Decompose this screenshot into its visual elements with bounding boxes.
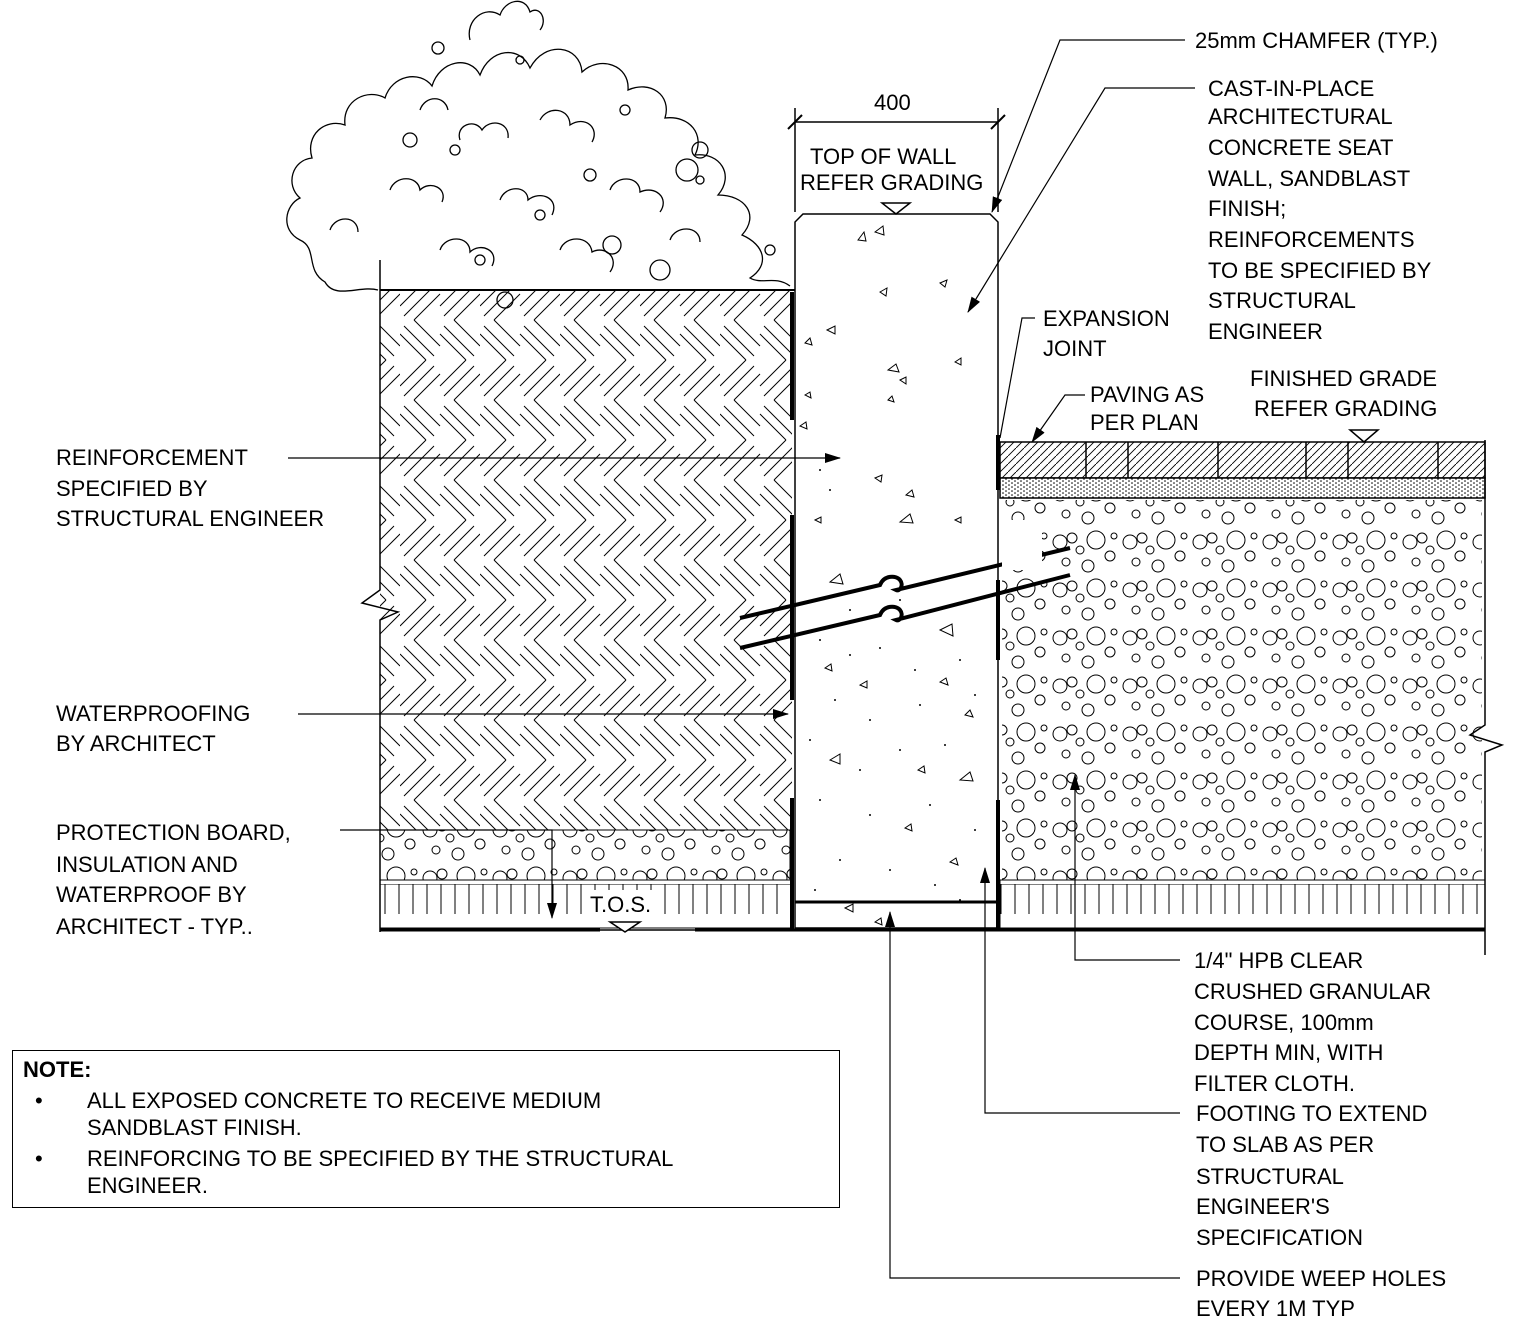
label-line: CONCRETE SEAT: [1208, 135, 1393, 160]
label-line: WALL, SANDBLAST: [1208, 166, 1410, 191]
dimension-400: [787, 108, 1006, 212]
label-line: PROTECTION BOARD,: [56, 820, 291, 845]
label-line: TO BE SPECIFIED BY: [1208, 258, 1432, 283]
label-reinforcement: REINFORCEMENT SPECIFIED BY STRUCTURAL EN…: [56, 445, 324, 531]
label-line: FOOTING TO EXTEND: [1196, 1101, 1427, 1126]
label-line: EVERY 1M TYP: [1196, 1296, 1355, 1321]
label-line: REFER GRADING: [800, 170, 983, 195]
label-line: 1/4" HPB CLEAR: [1194, 948, 1363, 973]
label-line: FINISHED GRADE: [1250, 366, 1437, 391]
label-paving: PAVING AS PER PLAN: [1090, 382, 1204, 435]
label-line: REINFORCEMENTS: [1208, 227, 1415, 252]
shrub-planting: [286, 0, 791, 309]
label-line: TOP OF WALL: [810, 144, 956, 169]
note-line: SANDBLAST FINISH.: [87, 1115, 302, 1140]
label-line: STRUCTURAL: [1196, 1164, 1344, 1189]
label-chamfer: 25mm CHAMFER (TYP.): [1195, 28, 1438, 53]
leader-lines: [288, 39, 1195, 1279]
label-seat-wall: CAST-IN-PLACE ARCHITECTURAL CONCRETE SEA…: [1208, 76, 1432, 344]
weep-hole-pipe: [739, 546, 1071, 650]
label-granular: 1/4" HPB CLEAR CRUSHED GRANULAR COURSE, …: [1194, 948, 1431, 1096]
right-break-line: [1468, 440, 1505, 955]
label-line: SPECIFICATION: [1196, 1225, 1363, 1250]
note-line: REINFORCING TO BE SPECIFIED BY THE STRUC…: [87, 1146, 674, 1171]
unit-paving: [999, 441, 1486, 499]
label-line: COURSE, 100mm: [1194, 1010, 1374, 1035]
label-line: ENGINEER: [1208, 319, 1323, 344]
note-line: ALL EXPOSED CONCRETE TO RECEIVE MEDIUM: [87, 1088, 602, 1113]
label-line: ENGINEER'S: [1196, 1194, 1330, 1219]
label-line: WATERPROOF BY: [56, 882, 247, 907]
subgrade-left: [379, 879, 793, 929]
label-line: STRUCTURAL ENGINEER: [56, 506, 324, 531]
label-line: DEPTH MIN, WITH: [1194, 1040, 1383, 1065]
label-expansion-joint: EXPANSION JOINT: [1043, 306, 1170, 361]
label-footing: FOOTING TO EXTEND TO SLAB AS PER STRUCTU…: [1196, 1101, 1427, 1250]
label-finished-grade: FINISHED GRADE REFER GRADING: [1250, 366, 1437, 421]
label-waterproofing: WATERPROOFING BY ARCHITECT: [56, 701, 250, 756]
tos-marker: [607, 921, 643, 933]
label-line: FINISH;: [1208, 196, 1286, 221]
bullet-icon: •: [35, 1088, 43, 1113]
label-weep-holes: PROVIDE WEEP HOLES EVERY 1M TYP: [1196, 1266, 1446, 1321]
label-line: BY ARCHITECT: [56, 731, 216, 756]
note-title: NOTE:: [23, 1057, 92, 1082]
label-line: ARCHITECT - TYP..: [56, 914, 253, 939]
note-item-text: ALL EXPOSED CONCRETE TO RECEIVE MEDIUM S…: [87, 1087, 787, 1141]
label-line: JOINT: [1043, 336, 1107, 361]
subgrade-right: [999, 879, 1486, 929]
planter-soil: [380, 289, 795, 830]
label-line: STRUCTURAL: [1208, 288, 1356, 313]
label-line: PER PLAN: [1090, 410, 1199, 435]
label-line: EXPANSION: [1043, 306, 1170, 331]
label-line: REINFORCEMENT: [56, 445, 248, 470]
label-line: PAVING AS: [1090, 382, 1204, 407]
label-line: PROVIDE WEEP HOLES: [1196, 1266, 1446, 1291]
general-notes-box: NOTE: • ALL EXPOSED CONCRETE TO RECEIVE …: [12, 1050, 840, 1208]
bullet-icon: •: [35, 1146, 43, 1171]
label-line: SPECIFIED BY: [56, 476, 208, 501]
label-line: CRUSHED GRANULAR: [1194, 979, 1431, 1004]
label-protection-board: PROTECTION BOARD, INSULATION AND WATERPR…: [56, 820, 291, 939]
left-break-line: [360, 260, 401, 932]
label-line: WATERPROOFING: [56, 701, 250, 726]
drainage-gravel-right: [1002, 500, 1482, 880]
label-line: CAST-IN-PLACE: [1208, 76, 1374, 101]
note-line: ENGINEER.: [87, 1173, 209, 1198]
label-line: REFER GRADING: [1254, 396, 1437, 421]
label-tos: T.O.S.: [590, 892, 651, 917]
label-line: FILTER CLOTH.: [1194, 1071, 1355, 1096]
label-top-of-wall: TOP OF WALL REFER GRADING: [800, 144, 983, 195]
label-line: TO SLAB AS PER: [1196, 1132, 1374, 1157]
label-line: ARCHITECTURAL: [1208, 104, 1393, 129]
label-line: INSULATION AND: [56, 852, 238, 877]
top-of-wall-marker: [879, 202, 913, 215]
label-dimension-400: 400: [874, 90, 911, 115]
drainage-gravel-left: [379, 829, 791, 881]
finished-grade-marker: [1347, 429, 1381, 443]
note-item-text: REINFORCING TO BE SPECIFIED BY THE STRUC…: [87, 1145, 787, 1199]
